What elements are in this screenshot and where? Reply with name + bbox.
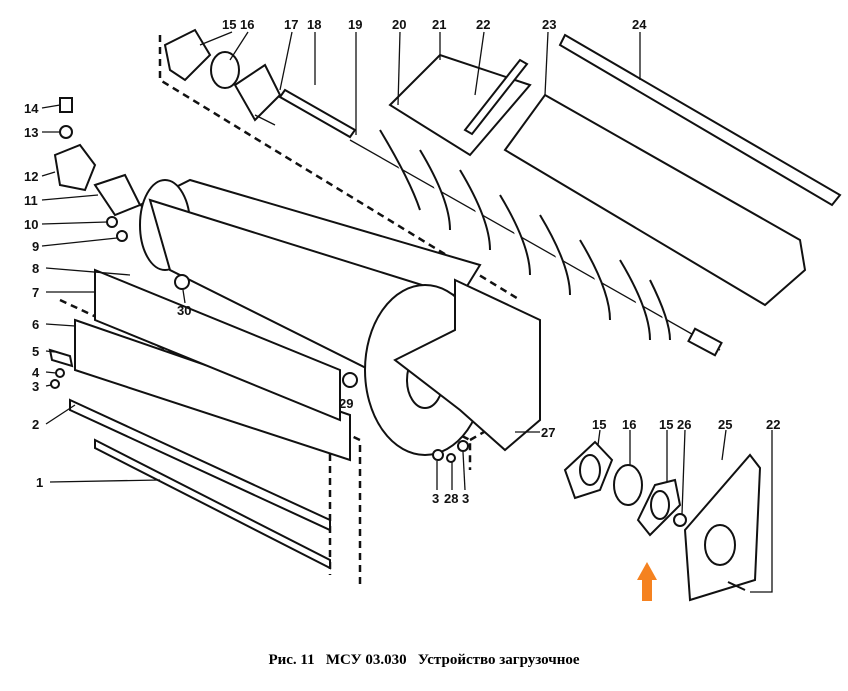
label-30: 30 [177,303,191,318]
flange-part-15-top [163,28,212,82]
label-12: 12 [24,169,38,184]
label-27: 27 [541,425,555,440]
plate-part-21 [388,53,532,157]
label-1: 1 [36,475,43,490]
label-14: 14 [24,101,39,116]
label-8: 8 [32,261,39,276]
label-2: 2 [32,417,39,432]
label-26: 26 [677,417,691,432]
label-6: 6 [32,317,39,332]
right-bearing-assembly [563,440,762,602]
label-29: 29 [339,396,353,411]
label-23: 23 [542,17,556,32]
label-10: 10 [24,217,38,232]
hopper-part-27 [393,278,541,452]
label-3b: 3 [432,491,439,506]
label-11: 11 [24,193,38,208]
label-15b: 15 [592,417,606,432]
label-15: 15 [222,17,236,32]
label-13: 13 [24,125,38,140]
label-5: 5 [32,344,39,359]
label-28: 28 [444,491,458,506]
label-20: 20 [392,17,406,32]
label-15c: 15 [659,417,673,432]
highlight-arrow-icon [637,562,657,601]
label-22b: 22 [766,417,780,432]
label-24: 24 [632,17,647,32]
label-25: 25 [718,417,732,432]
trough-part-23 [503,93,807,307]
label-19: 19 [348,17,362,32]
label-3c: 3 [462,491,469,506]
label-18: 18 [307,17,321,32]
label-21: 21 [432,17,446,32]
figure-caption: Рис. 11 МСУ 03.030 Устройство загрузочно… [268,652,580,668]
label-4: 4 [32,365,40,380]
leader-lines [41,31,773,593]
label-9: 9 [32,239,39,254]
label-16b: 16 [622,417,636,432]
part-labels: 15 16 17 18 19 20 21 22 23 24 14 13 12 1… [24,17,780,506]
bar-part-24 [558,33,842,207]
label-17: 17 [284,17,298,32]
label-22: 22 [476,17,490,32]
auger-screw [349,129,723,357]
sprocket-part-12 [53,143,97,192]
label-7: 7 [32,285,39,300]
label-3: 3 [32,379,39,394]
label-16: 16 [240,17,254,32]
